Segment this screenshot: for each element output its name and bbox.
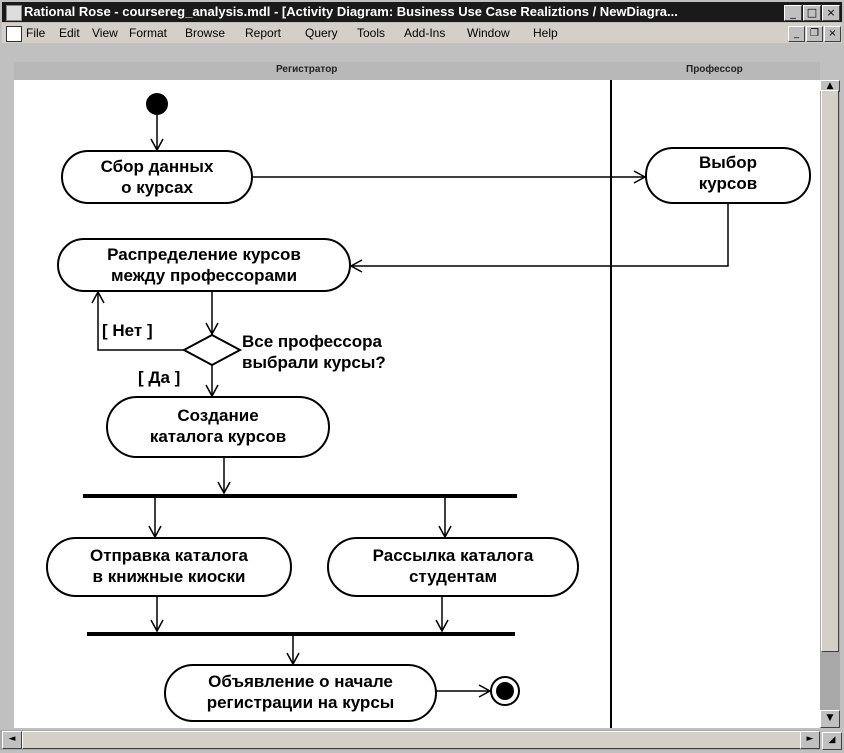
vertical-scroll-thumb[interactable] <box>821 90 839 652</box>
menu-format[interactable]: Format <box>129 26 168 40</box>
menu-report[interactable]: Report <box>245 26 282 40</box>
menu-edit[interactable]: Edit <box>59 26 80 40</box>
title-bar[interactable]: Rational Rose - coursereg_analysis.mdl -… <box>2 2 842 22</box>
activity-mail-catalog-students[interactable] <box>327 537 579 597</box>
app-icon <box>6 5 22 21</box>
label-create: Создание каталога курсов <box>107 405 329 447</box>
activity-diagram <box>46 93 811 722</box>
menu-window[interactable]: Window <box>467 26 510 40</box>
label-announce: Объявление о начале регистрации на курсы <box>165 671 436 713</box>
scroll-down-icon[interactable]: ▼ <box>820 710 840 728</box>
close-icon[interactable]: × <box>822 5 840 21</box>
label-mail-line2: студентам <box>408 567 498 586</box>
swimlane-divider[interactable] <box>610 80 612 728</box>
label-choose-line1: Выбор <box>698 153 758 172</box>
label-distribute-line2: между профессорами <box>110 266 298 285</box>
decision-label-line1: Все профессора <box>242 332 382 351</box>
guard-no: [ Нет ] <box>102 321 153 340</box>
menu-bar: File Edit View Format Browse Report Quer… <box>2 23 842 43</box>
label-send: Отправка каталога в книжные киоски <box>47 545 291 587</box>
label-create-line1: Создание <box>177 406 259 425</box>
label-mail: Рассылка каталога студентам <box>328 545 578 587</box>
diagram-canvas[interactable]: Сбор данных о курсах Выбор курсов Распре… <box>14 80 820 728</box>
doc-minimize-icon[interactable]: _ <box>788 26 805 42</box>
doc-restore-icon[interactable]: ❐ <box>806 26 823 42</box>
label-distribute-line1: Распределение курсов <box>107 245 301 264</box>
flow-choose-to-distribute[interactable] <box>349 203 729 273</box>
menu-help[interactable]: Help <box>533 26 558 40</box>
label-collect-line1: Сбор данных <box>100 157 214 176</box>
document-icon[interactable] <box>6 26 22 42</box>
initial-node[interactable] <box>146 93 168 115</box>
fork-bar[interactable] <box>83 494 517 498</box>
final-node-core <box>496 682 514 700</box>
label-send-line2: в книжные киоски <box>92 567 246 586</box>
menu-browse[interactable]: Browse <box>185 26 226 40</box>
label-collect-line2: о курсах <box>121 178 193 197</box>
menu-file[interactable]: File <box>26 26 46 40</box>
decision-node[interactable] <box>181 333 243 367</box>
menu-add-ins[interactable]: Add-Ins <box>404 26 446 40</box>
scroll-left-icon[interactable]: ◄ <box>2 731 22 749</box>
label-choose: Выбор курсов <box>646 152 810 194</box>
label-create-line2: каталога курсов <box>149 427 287 446</box>
join-bar[interactable] <box>87 632 515 636</box>
label-collect: Сбор данных о курсах <box>62 156 252 198</box>
decision-label-line2: выбрали курсы? <box>242 353 386 372</box>
guard-yes: [ Да ] <box>138 368 181 387</box>
label-announce-line1: Объявление о начале <box>208 672 393 691</box>
horizontal-scrollbar[interactable]: ◄ ► <box>0 730 820 750</box>
doc-close-icon[interactable]: × <box>824 26 841 42</box>
scroll-right-icon[interactable]: ► <box>800 731 820 749</box>
minimize-icon[interactable]: _ <box>784 5 802 21</box>
vertical-scrollbar[interactable]: ▲ ▼ <box>820 80 840 728</box>
swimlane-header-registrar[interactable]: Регистратор <box>276 64 338 75</box>
activity-send-catalog-kiosks[interactable] <box>46 537 292 597</box>
label-send-line1: Отправка каталога <box>89 546 249 565</box>
label-mail-line1: Рассылка каталога <box>372 546 534 565</box>
menu-query[interactable]: Query <box>305 26 338 40</box>
label-choose-line2: курсов <box>698 174 758 193</box>
horizontal-scroll-thumb[interactable] <box>22 731 804 749</box>
window-title: Rational Rose - coursereg_analysis.mdl -… <box>24 4 678 19</box>
maximize-icon[interactable]: □ <box>803 5 821 21</box>
activity-announce-registration[interactable] <box>164 664 437 722</box>
label-announce-line2: регистрации на курсы <box>206 693 395 712</box>
swimlane-headers: Регистратор Профессор <box>14 62 820 81</box>
menu-tools[interactable]: Tools <box>357 26 386 40</box>
swimlane-header-professor[interactable]: Профессор <box>686 64 743 75</box>
label-distribute: Распределение курсов между профессорами <box>58 244 350 286</box>
flow-decision-no[interactable] <box>91 290 184 351</box>
resize-grip-icon[interactable]: ◢ <box>822 732 842 750</box>
decision-label: Все профессора выбрали курсы? <box>242 331 386 373</box>
menu-view[interactable]: View <box>92 26 118 40</box>
